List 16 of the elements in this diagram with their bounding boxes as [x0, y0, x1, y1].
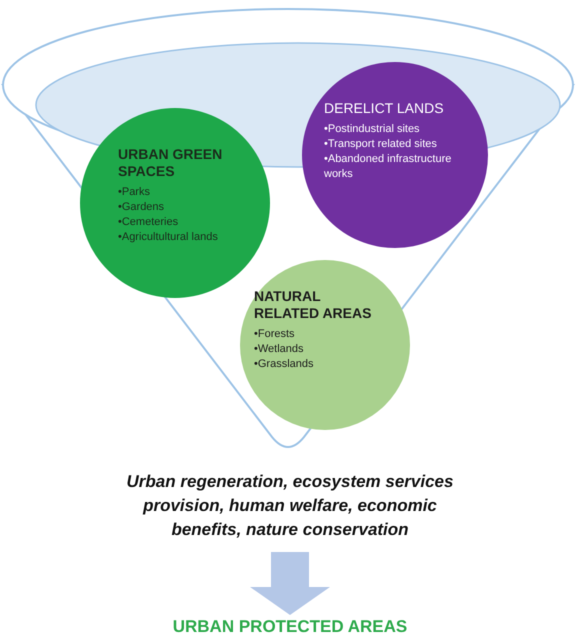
circle-heading: URBAN GREEN SPACES [118, 146, 224, 180]
list-item: •Agricultultural lands [118, 230, 219, 245]
list-item: •Abandoned infrastructure works [324, 152, 452, 182]
result-text: URBAN PROTECTED AREAS [150, 617, 430, 637]
list-item: •Forests [254, 327, 296, 342]
list-item: •Parks [118, 185, 151, 200]
list-item: •Cemeteries [118, 215, 180, 230]
list-item: •Gardens [118, 200, 166, 215]
list-item: •Grasslands [254, 357, 314, 372]
circle-heading: NATURAL RELATED AREAS [254, 288, 372, 322]
list-item: •Transport related sites [324, 137, 438, 152]
list-item: •Postindustrial sites [324, 122, 421, 137]
list-item: •Wetlands [254, 342, 305, 357]
outcome-text: Urban regeneration, ecosystem services provision, human welfare, economic benefits, nature conservation [110, 470, 470, 542]
circle-heading: DERELICT LANDS [324, 100, 445, 117]
block-arrow [250, 552, 330, 615]
